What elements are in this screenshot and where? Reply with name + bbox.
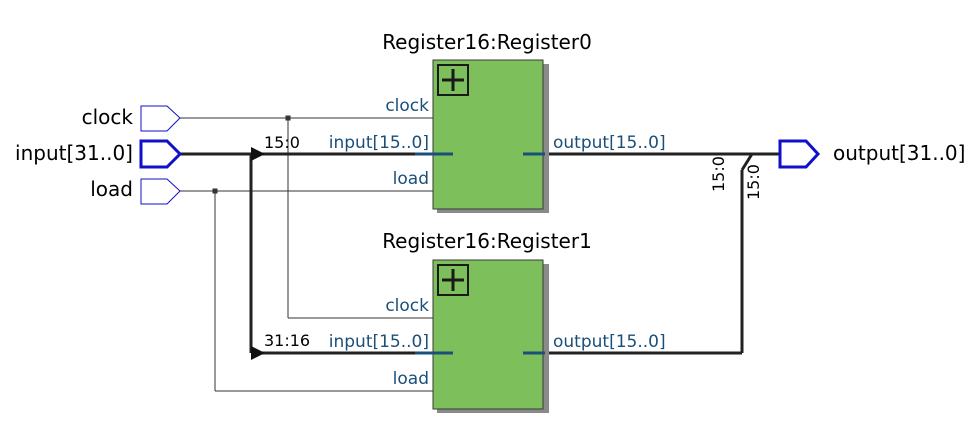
bus-tap-arrow-1 [251,346,265,360]
module-title: Register16:Register1 [382,229,592,253]
slice-label-in-register0: 15:0 [264,133,300,152]
port-load[interactable]: load [90,177,181,205]
slice-label-out-1: 15:0 [744,164,763,200]
port-clock[interactable]: clock [82,105,181,132]
port-input[interactable]: input[31..0] [15,139,183,169]
port-label-output: output[31..0] [833,141,965,165]
load-net [180,190,453,392]
pin-label-output: output[15..0] [553,332,666,352]
clock-net [180,117,453,319]
plus-box-icon[interactable] [437,264,469,296]
port-label-load: load [90,177,133,201]
pin-label-clock: clock [385,96,429,116]
pin-label-clock: clock [385,296,429,316]
port-output[interactable]: output[31..0] [778,139,965,169]
pin-label-load: load [393,169,429,189]
input-port-arrow-icon [140,178,181,205]
plus-box-icon[interactable] [437,64,469,96]
port-label-input: input[31..0] [15,141,133,165]
pin-label-input: input[15..0] [329,332,429,352]
output-port-arrow-icon [778,139,821,169]
input-bus [180,152,415,355]
input-port-arrow-icon [140,105,181,132]
module-register0[interactable]: Register16:Register0 clock input[15..0] … [329,30,666,213]
output-bus [545,152,780,355]
slice-label-out-0: 15:0 [709,156,728,192]
port-label-clock: clock [82,105,134,129]
clock-junction [285,115,291,121]
bus-tap-arrow-0 [251,147,265,161]
module-register1[interactable]: Register16:Register1 clock input[15..0] … [329,229,666,413]
load-junction [212,188,218,194]
pin-label-load: load [393,369,429,389]
module-title: Register16:Register0 [382,30,592,54]
pin-label-input: input[15..0] [329,133,429,153]
input-bus-port-arrow-icon [139,139,183,169]
slice-label-in-register1: 31:16 [264,331,310,350]
pin-label-output: output[15..0] [553,133,666,153]
